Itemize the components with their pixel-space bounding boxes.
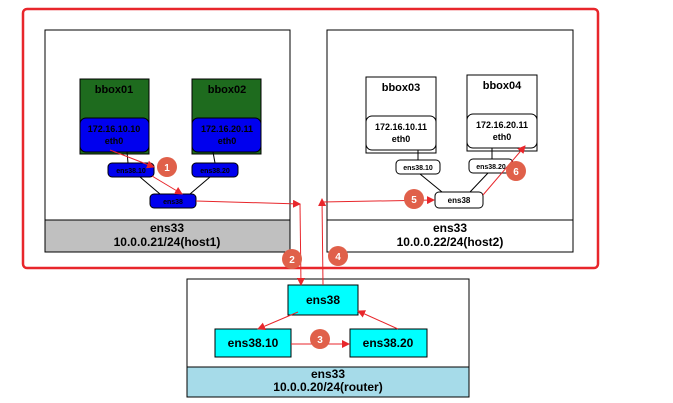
bbox04-ip: 172.16.20.11 (476, 120, 528, 130)
arrow-router-to-ens38-10 (257, 311, 299, 330)
arrow-router-up (318, 198, 327, 286)
step-badge-1-label: 1 (164, 163, 170, 174)
step-badge-6-label: 6 (513, 167, 519, 178)
step-badge-6: 6 (506, 161, 526, 181)
bbox04-eth0 (466, 113, 538, 149)
bbox01-name: bbox01 (95, 84, 134, 96)
arrow-host1-to-egress (195, 199, 301, 208)
step-badge-5-label: 5 (411, 195, 417, 206)
host2-footer-address: 10.0.0.22/24(host2) (397, 235, 504, 249)
bbox02-iface: eth0 (218, 136, 237, 146)
bbox02-eth0 (191, 117, 262, 153)
host2-footer-iface: ens33 (433, 221, 467, 235)
step-badge-3: 3 (310, 329, 330, 349)
traffic-arrows (109, 145, 526, 348)
bbox02-name: bbox02 (208, 84, 247, 96)
bbox04-iface: eth0 (493, 132, 512, 142)
bbox03-ip: 172.16.10.11 (375, 122, 427, 132)
host2-ens38-10 (395, 159, 441, 175)
host2-ens38-20-label: ens38.20 (476, 164, 506, 171)
bbox02-ip: 172.16.20.11 (201, 124, 253, 134)
router-footer-iface: ens33 (311, 367, 345, 381)
arrow-down-to-router (296, 203, 305, 286)
step-badge-3-label: 3 (317, 335, 323, 346)
host1-footer-iface: ens33 (150, 221, 184, 235)
host2-ens38-label: ens38 (448, 196, 471, 205)
host1-footer (44, 219, 291, 253)
bbox04-name: bbox04 (483, 80, 522, 92)
step-badge-1: 1 (157, 157, 177, 177)
bbox03-iface: eth0 (392, 134, 411, 144)
host2-footer (326, 219, 574, 253)
host1-ens38-20 (191, 162, 239, 178)
hosts-highlight-border (21, 7, 600, 270)
bbox01-ip: 172.16.10.10 (88, 124, 141, 134)
host2-ens38-10-label: ens38.10 (403, 165, 433, 172)
host1-ens38-10-label: ens38.10 (116, 168, 146, 175)
step-badge-4: 4 (328, 246, 348, 266)
router-ens38-label: ens38 (306, 293, 340, 307)
router-ens38-20 (349, 328, 428, 358)
step-badge-2: 2 (282, 249, 302, 269)
bbox04-container: bbox04 172.16.20.11 eth0 (466, 74, 538, 152)
router-ens38-10 (214, 328, 292, 358)
router-footer-address: 10.0.0.20/24(router) (273, 380, 382, 394)
router-ens38 (287, 284, 359, 316)
arrow-ens38-20-to-router (357, 310, 399, 330)
bbox02-container: bbox02 172.16.20.11 eth0 (191, 78, 262, 155)
router-ens38-10-label: ens38.10 (228, 336, 279, 350)
arrow-bbox01-to-ens38-10 (109, 149, 155, 169)
host1-footer-address: 10.0.0.21/24(host1) (114, 235, 221, 249)
step-badge-2-label: 2 (289, 255, 295, 266)
bbox01-container: bbox01 172.16.10.10 eth0 (79, 78, 150, 155)
step-badge-4-label: 4 (335, 252, 341, 263)
bbox01-iface: eth0 (105, 136, 124, 146)
bbox03-name: bbox03 (382, 82, 421, 94)
router-ens38-20-label: ens38.20 (363, 336, 414, 350)
arrow-host2-ens38-to-bbox04 (482, 145, 526, 196)
bbox03-eth0 (365, 115, 437, 151)
bbox03-container: bbox03 172.16.10.11 eth0 (365, 76, 437, 154)
step-badge-5: 5 (404, 189, 424, 209)
host1-ens38-10 (107, 162, 155, 178)
arrow-ens38-10-to-ens38 (151, 175, 183, 195)
host1-ens38-label: ens38 (163, 199, 183, 206)
host1-ens38-20-label: ens38.20 (200, 168, 230, 175)
router-footer (186, 366, 470, 398)
host2-ens38 (434, 191, 484, 209)
